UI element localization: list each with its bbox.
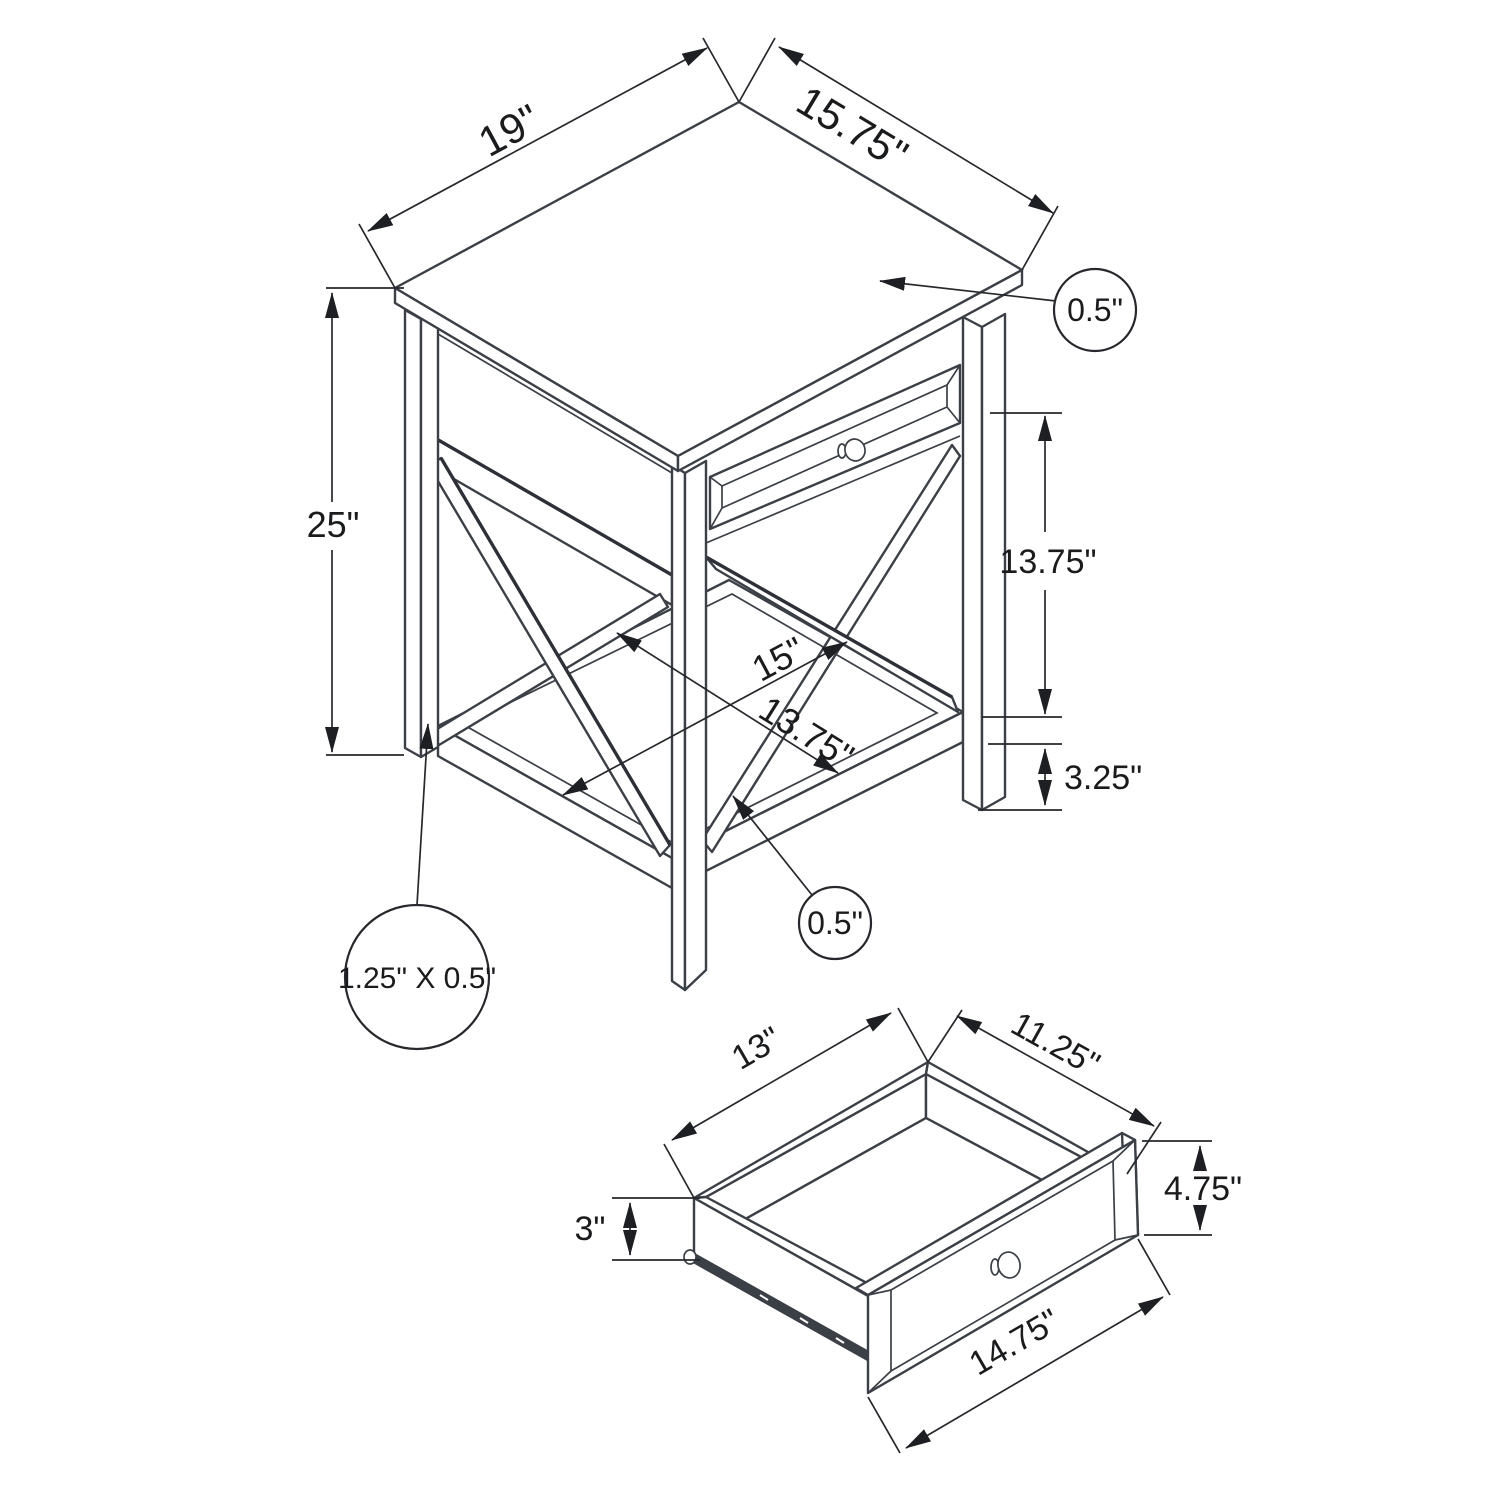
top-thickness-callout-circle	[1052, 267, 1138, 353]
top-thickness-leader	[879, 276, 1057, 302]
left-top-rail-line	[437, 333, 673, 474]
shelf-thickness-callout-circle	[797, 885, 873, 961]
front-leg-side-face	[683, 459, 708, 992]
drawer-width-dim-line	[671, 1012, 892, 1141]
slide-rail-end-cap	[683, 1249, 697, 1265]
shelf-rail-height-label: 3.25"	[1064, 759, 1142, 797]
drawer-front-height-label: 4.75"	[1164, 1170, 1242, 1208]
drawer-front-height-ticks	[1142, 1140, 1212, 1236]
left-leg-front-face	[403, 308, 423, 759]
right-leg-front-face	[961, 315, 984, 812]
drawer-side-height-label: 3"	[575, 1210, 606, 1248]
table-drawing	[393, 100, 1024, 992]
drawer-drawing	[683, 1060, 1140, 1395]
right-leg-side-face	[980, 312, 1007, 812]
width-dim-ticks	[358, 37, 740, 289]
left-apron-edge	[420, 428, 673, 577]
drawer-front-bevel-corners	[867, 1139, 1139, 1394]
table-height-dim-label: 25"	[307, 504, 360, 545]
shelf-thickness-label: 0.5"	[807, 905, 863, 941]
depth-dim-ticks	[738, 37, 1059, 271]
depth-dim-line	[778, 46, 1054, 214]
right-x-slat-edge	[705, 555, 953, 699]
drawer-depth-dim-line	[956, 1015, 1155, 1127]
side-gap-dim-ticks	[982, 412, 1062, 718]
shelf-rail-dim-ticks	[978, 743, 1062, 811]
shelf-width-dim-line	[616, 632, 839, 774]
table-drawer-front-bevel-corners	[709, 364, 961, 530]
drawer-side-height-ticks	[612, 1197, 700, 1261]
drawer-width-ticks	[663, 1007, 929, 1199]
leg-section-label: 1.25" X 0.5"	[338, 962, 496, 995]
table-width-dim-label: 19"	[471, 95, 548, 166]
left-leg-side-face	[419, 307, 440, 759]
drawer-front-width-ticks	[867, 1238, 1171, 1454]
drawer-to-shelf-dim-label: 13.75"	[999, 543, 1096, 581]
shelf-thickness-leader	[732, 795, 813, 896]
drawer-inner-width-label: 13"	[725, 1020, 787, 1078]
slide-rail-detail	[759, 1294, 845, 1344]
right-apron-rail-line	[705, 435, 961, 544]
leg-section-leader	[416, 723, 434, 906]
height-dim-ticks	[326, 287, 404, 756]
drawer-front-width-dim-line	[905, 1296, 1164, 1449]
front-leg-front-face	[670, 463, 687, 992]
width-dim-line	[367, 47, 708, 232]
drawer-knob	[997, 1251, 1021, 1279]
table-drawer-knob	[844, 438, 866, 462]
tabletop-right-edge	[676, 268, 1024, 473]
top-thickness-label: 0.5"	[1067, 292, 1123, 328]
drawer-depth-label: 11.25"	[1005, 1005, 1106, 1084]
